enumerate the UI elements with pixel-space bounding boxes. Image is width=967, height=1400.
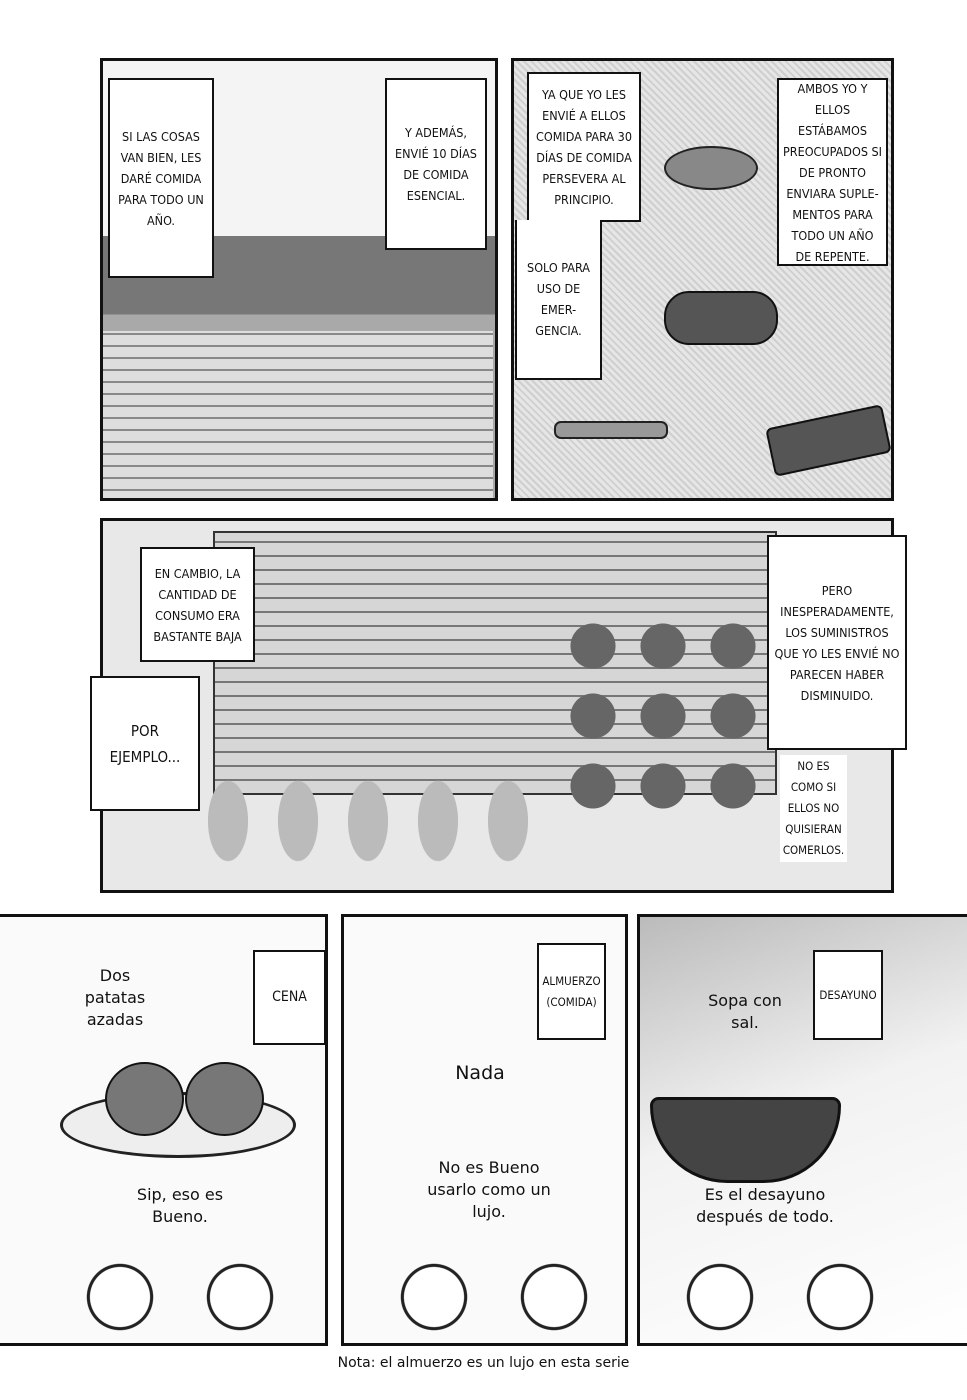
caption-box: SI LAS COSAS VAN BIEN, LES DARÉ COMIDA P… — [108, 78, 214, 278]
footer-note: Nota: el almuerzo es un lujo en esta ser… — [337, 1355, 630, 1371]
food-text: Sopa con sal. — [708, 991, 782, 1032]
meat-illustration — [765, 404, 891, 477]
caption-box: EN CAMBIO, LA CANTIDAD DE CONSUMO ERA BA… — [140, 547, 255, 662]
food-text: Dos patatas azadas — [84, 966, 146, 1029]
comment-text: Sip, eso es Bueno. — [136, 1185, 224, 1226]
caption-box: POR EJEMPLO... — [90, 676, 200, 811]
caption-box: SOLO PARA USO DE EMER-GENCIA. — [515, 220, 602, 380]
caption-box: YA QUE YO LES ENVIÉ A ELLOS COMIDA PARA … — [527, 72, 641, 222]
potato-icon — [105, 1062, 184, 1136]
comment-text: No es Bueno usarlo como un lujo. — [427, 1158, 551, 1221]
characters-illustration — [374, 1247, 614, 1343]
soup-bowl-illustration — [650, 1097, 841, 1183]
crates-illustration — [103, 331, 493, 498]
caption-box: Y ADEMÁS, ENVIÉ 10 DÍAS DE COMIDA ESENCI… — [385, 78, 487, 250]
panel-breakfast — [637, 914, 967, 1346]
meal-label: CENA — [253, 950, 326, 1045]
panel-3 — [100, 518, 894, 893]
caption-box: PERO INESPERADAMENTE, LOS SUMINISTROS QU… — [767, 535, 907, 750]
meal-label: DESAYUNO — [813, 950, 883, 1040]
meal-label: ALMUERZO (COMIDA) — [537, 943, 606, 1040]
potato-icon — [185, 1062, 264, 1136]
caption-box: AMBOS YO Y ELLOS ESTÁBAMOS PREOCUPADOS S… — [777, 78, 888, 266]
potatoes-illustration — [664, 291, 778, 345]
food-text: Nada — [455, 1062, 505, 1084]
characters-illustration — [660, 1247, 900, 1343]
sausages-illustration — [554, 421, 668, 439]
barrels-illustration — [558, 611, 768, 811]
comment-text: Es el desayuno después de todo. — [696, 1185, 834, 1226]
characters-illustration — [60, 1247, 300, 1343]
villagers-illustration — [193, 751, 543, 890]
fish-illustration — [664, 146, 758, 190]
caption-box: NO ES COMO SI ELLOS NO QUISIERAN COMERLO… — [780, 755, 847, 862]
panel-2 — [511, 58, 894, 501]
